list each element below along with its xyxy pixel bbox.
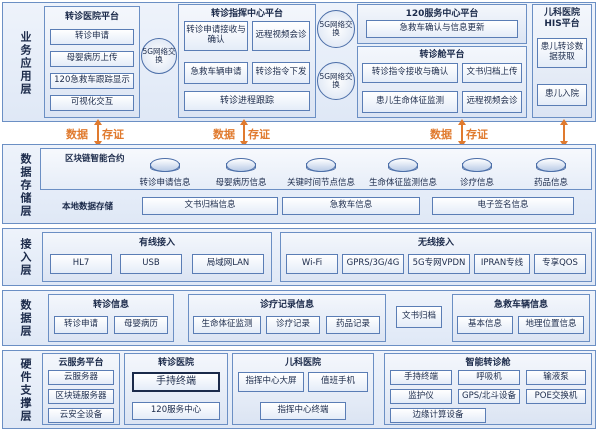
hw-cabin-title: 智能转诊舱: [465, 358, 511, 368]
disk-label-5: 诊疗信息: [459, 178, 494, 188]
referral-info-title: 转诊信息: [92, 300, 129, 310]
treatment-info-title: 诊疗记录信息: [259, 300, 314, 310]
app-layer-label: 业务应用层: [19, 30, 32, 96]
ambulance-track-box: 120急救车跟踪显示: [50, 73, 134, 89]
cabin-monitor-box: 监护仪: [390, 389, 452, 404]
referral-order-box: 转诊指令下发: [252, 62, 310, 84]
archive-upload-box: 文书归档上传: [462, 63, 522, 83]
his-title: 儿科医院: [543, 8, 580, 18]
hw-120-center-box: 120服务中心: [132, 402, 220, 420]
5g-network-switch-1: 5G网络交换: [141, 38, 177, 74]
data-drug-record-box: 药品记录: [326, 316, 380, 334]
cabin-handheld-box: 手持终端: [390, 370, 452, 385]
5g-network-switch-3: 5G网络交换: [317, 62, 355, 100]
disk-label-4: 生命体征监测信息: [368, 178, 437, 188]
data-referral-apply-box: 转诊申请: [54, 316, 108, 334]
disk-icon-1: [150, 158, 180, 172]
hardware-layer-label: 硬件支撑层: [19, 357, 32, 423]
disk-label-1: 转诊申请信息: [139, 178, 191, 188]
his-subtitle: HIS平台: [544, 19, 580, 29]
referral-track-box: 转诊进程跟踪: [184, 91, 310, 111]
gprs-box: GPRS/3G/4G: [342, 254, 404, 274]
usb-box: USB: [120, 254, 182, 274]
data-vital-monitor-box: 生命体征监测: [193, 316, 261, 334]
data-basic-info-box: 基本信息: [457, 316, 513, 334]
child-admission-box: 患儿入院: [537, 84, 587, 106]
data-archive-box: 文书归档: [396, 306, 442, 328]
order-receive-box: 转诊指令接收与确认: [362, 63, 458, 83]
blockchain-server-box: 区块链服务器: [48, 389, 114, 404]
disk-label-2: 母婴病历信息: [215, 178, 267, 188]
disk-label-6: 药品信息: [533, 178, 568, 188]
disk-icon-6: [536, 158, 566, 172]
e-signature-info-box: 电子签名信息: [432, 197, 574, 215]
flow-arrow-2: [240, 119, 248, 147]
blockchain-contract-label: 区块链智能合约: [65, 154, 125, 164]
flow-arrow-1: [94, 119, 102, 147]
5g-network-switch-2: 5G网络交换: [317, 10, 355, 48]
cabin-title: 转诊舱平台: [419, 50, 465, 60]
data-geo-info-box: 地理位置信息: [518, 316, 584, 334]
flow-arrow-3: [458, 119, 466, 147]
cabin-gps-box: GPS/北斗设备: [458, 389, 520, 404]
wireless-title: 无线接入: [417, 238, 454, 248]
remote-video-box-1: 远程视频会诊: [252, 21, 310, 51]
5g-vpdn-box: 5G专网VPDN: [408, 254, 470, 274]
visual-interaction-box: 可视化交互: [50, 95, 134, 111]
hw-command-terminal-box: 指挥中心终端: [260, 402, 346, 420]
vehicle-info-title: 急救车辆信息: [493, 300, 548, 310]
referral-apply-box: 转诊申请: [50, 29, 134, 45]
ambulance-apply-box: 急救车辆申请: [184, 62, 248, 84]
hl7-box: HL7: [50, 254, 112, 274]
cloud-server-box: 云服务器: [48, 370, 114, 385]
qos-box: 专享QOS: [534, 254, 586, 274]
flow-label-cert-3: 存证: [466, 128, 488, 141]
hw-duty-phone-box: 值班手机: [308, 372, 368, 392]
ambulance-info-box: 急救车信息: [282, 197, 420, 215]
referral-receive-box: 转诊申请接收与确认: [184, 21, 248, 51]
ipran-box: IPRAN专线: [474, 254, 530, 274]
data-mother-record-box: 母婴病历: [114, 316, 168, 334]
cabin-poe-box: POE交换机: [526, 389, 586, 404]
access-layer-label: 接入层: [19, 237, 32, 277]
flow-label-data-2: 数据: [213, 128, 235, 141]
cabin-ventilator-box: 呼吸机: [458, 370, 520, 385]
center120-title: 120服务中心平台: [405, 9, 479, 19]
flow-label-data-3: 数据: [430, 128, 452, 141]
cloud-security-box: 云安全设备: [48, 408, 114, 423]
cloud-title: 云服务平台: [58, 358, 104, 368]
vital-monitor-box: 患儿生命体征监测: [362, 91, 458, 113]
archive-info-box: 文书归档信息: [142, 197, 278, 215]
storage-layer-label: 数据存储层: [19, 152, 32, 218]
wifi-box: Wi-Fi: [286, 254, 338, 274]
flow-arrow-4: [560, 119, 568, 147]
cabin-infusion-box: 输液泵: [526, 370, 586, 385]
hw-big-screen-box: 指挥中心大屏: [238, 372, 304, 392]
data-treatment-record-box: 诊疗记录: [266, 316, 320, 334]
mother-record-upload-box: 母婴病历上传: [50, 51, 134, 67]
disk-icon-3: [306, 158, 336, 172]
hw-handheld-box: 手持终端: [132, 372, 220, 392]
local-storage-label: 本地数据存储: [62, 202, 114, 212]
ambulance-confirm-box: 急救车确认与信息更新: [366, 20, 518, 38]
cabin-edge-box: 边缘计算设备: [390, 408, 486, 423]
disk-label-3: 关键时间节点信息: [286, 178, 355, 188]
referral-hospital-title: 转诊医院平台: [64, 12, 119, 22]
data-layer-label: 数据层: [19, 298, 32, 338]
flow-label-data-1: 数据: [66, 128, 88, 141]
disk-icon-5: [462, 158, 492, 172]
command-center-title: 转诊指挥中心平台: [210, 9, 283, 19]
flow-label-cert-1: 存证: [102, 128, 124, 141]
wired-title: 有线接入: [138, 238, 175, 248]
child-data-fetch-box: 患儿转诊数据获取: [537, 38, 587, 68]
remote-video-box-2: 远程视频会诊: [462, 91, 522, 113]
lan-box: 局域网LAN: [192, 254, 264, 274]
hw-hospital-title: 转诊医院: [157, 358, 194, 368]
flow-label-cert-2: 存证: [248, 128, 270, 141]
disk-icon-2: [226, 158, 256, 172]
disk-icon-4: [388, 158, 418, 172]
hw-kids-title: 儿科医院: [284, 358, 321, 368]
